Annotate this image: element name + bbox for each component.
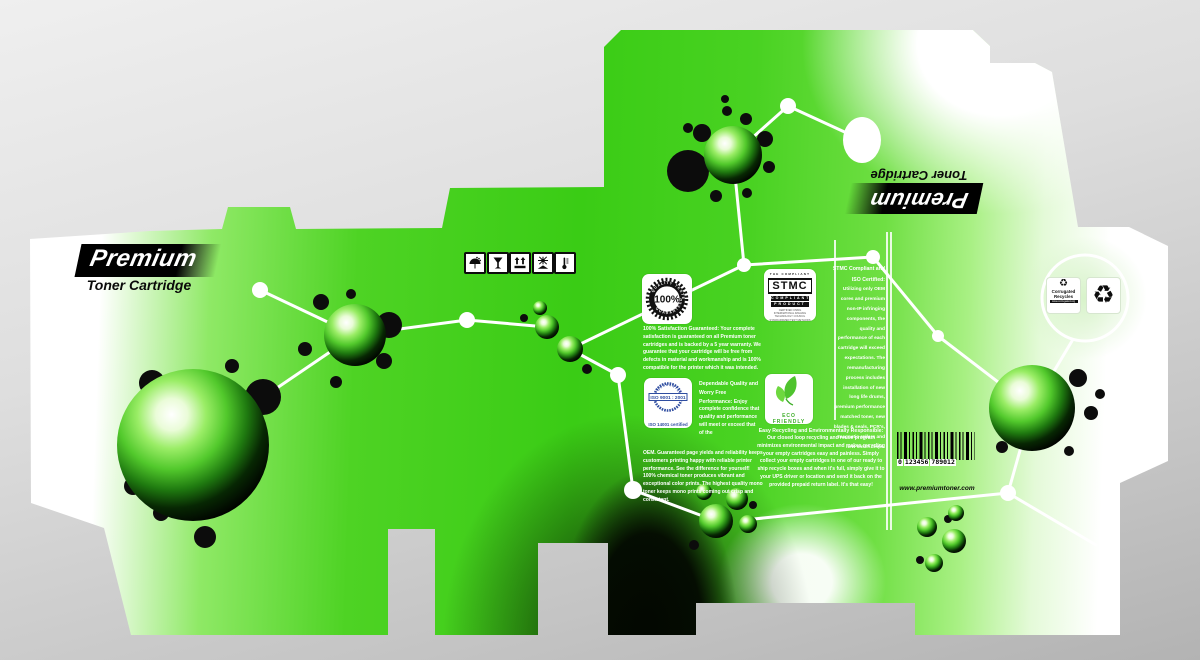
satisfaction-title: 100% Satisfaction Guaranteed: [643,326,720,332]
stmc-column-title: STMC Compliant and ISO Certified: [832,266,885,283]
brand-name: Premium [867,188,971,213]
handling-icons [464,252,577,274]
brand-product: Toner Cartridge [86,277,192,293]
barcode-digits: 0 123456 789012 [897,457,975,466]
glossy-spheres [117,126,1075,572]
temperature-limit-icon [554,252,576,274]
corrugated-recycle-icon: ♻ [1059,278,1068,289]
dependable-title: Dependable Quality and Worry Free Perfor… [699,381,759,405]
barcode-lead: 0 [897,457,903,466]
dependable-text-below: OEM. Guaranteed page yields and reliabil… [643,450,763,504]
fragile-icon [486,252,509,274]
recycle-icon: ♻ [1092,281,1115,309]
this-side-up-icon [509,252,531,274]
network-nodes [252,98,1016,501]
fold-line [834,240,836,420]
satisfaction-seal: QUALITY TESTED GUARANTEED 100% [642,274,692,324]
black-dots [124,95,1105,564]
dependable-body-beside: Enjoy complete confidence that quality a… [699,398,760,436]
dependable-body-below: OEM. Guaranteed page yields and reliabil… [643,450,763,503]
recycle-circle-outline [1040,253,1130,343]
keep-dry-icon [464,252,486,274]
tab-hole [843,117,881,163]
fold-line [886,232,888,530]
stmc-name: STMC [768,278,812,295]
stmc-text-column: STMC Compliant and ISO Certified: Utiliz… [832,264,885,452]
recycling-title: Easy Recycling and Environmentally Respo… [758,428,884,434]
barcode-bars [897,432,975,460]
stmc-pre-text: THE COMPLIANT [769,272,811,276]
corrugated-line1: Corrugated [1051,289,1076,294]
iso-banner: ISO 9001 : 2001 [650,395,686,401]
brand-logo-rotated: Premium Toner Cartridge [845,168,984,214]
stmc-bar2: PRODUCT [771,301,809,308]
barcode: 0 123456 789012 [897,432,975,466]
satisfaction-body: Your complete satisfaction is guaranteed… [643,326,761,371]
keep-away-sunlight-icon [531,252,554,274]
corrugated-line2: Recycles [1053,294,1074,300]
iso-badge: GUARANTEED ISO 9001 : 2001 ISO 14001 cer… [644,378,692,428]
eco-line1: ECO [782,413,796,419]
leaf-icon [775,376,797,406]
website-url: www.premiumtoner.com [899,485,975,492]
fold-line [890,232,892,530]
corrugated-url: www.corrugated.org [1049,300,1078,304]
brand-logo-bar: Premium [845,183,984,214]
dependable-text-beside: Dependable Quality and Worry Free Perfor… [699,380,761,437]
brand-logo-bar: Premium [74,244,222,277]
satisfaction-text: 100% Satisfaction Guaranteed: Your compl… [643,325,761,373]
brand-product: Toner Cartridge [870,168,968,183]
stmc-badge: THE COMPLIANT STMC COMPLIANT PRODUCT CER… [764,269,816,322]
barcode-group1: 123456 [903,457,930,466]
iso-caption: ISO 14001 certified [648,422,688,427]
seal-value: 100% [654,295,680,306]
stmc-bar1: COMPLIANT [771,295,811,302]
recycling-body: Our closed loop recycling and reuse prog… [757,435,885,488]
eco-line2: FRIENDLY [772,419,806,426]
stmc-column-body: Utilizing only OEM cores and premium non… [833,287,885,450]
brand-logo: Premium Toner Cartridge [74,244,222,293]
recycling-text: Easy Recycling and Environmentally Respo… [757,427,885,489]
stmc-footnote: CERTIFIED USING INTERNATIONAL IMAGING TE… [769,308,811,322]
barcode-group2: 789012 [930,457,956,466]
recycle-symbol-badge: ♻ [1086,277,1121,314]
brand-name: Premium [87,245,200,272]
